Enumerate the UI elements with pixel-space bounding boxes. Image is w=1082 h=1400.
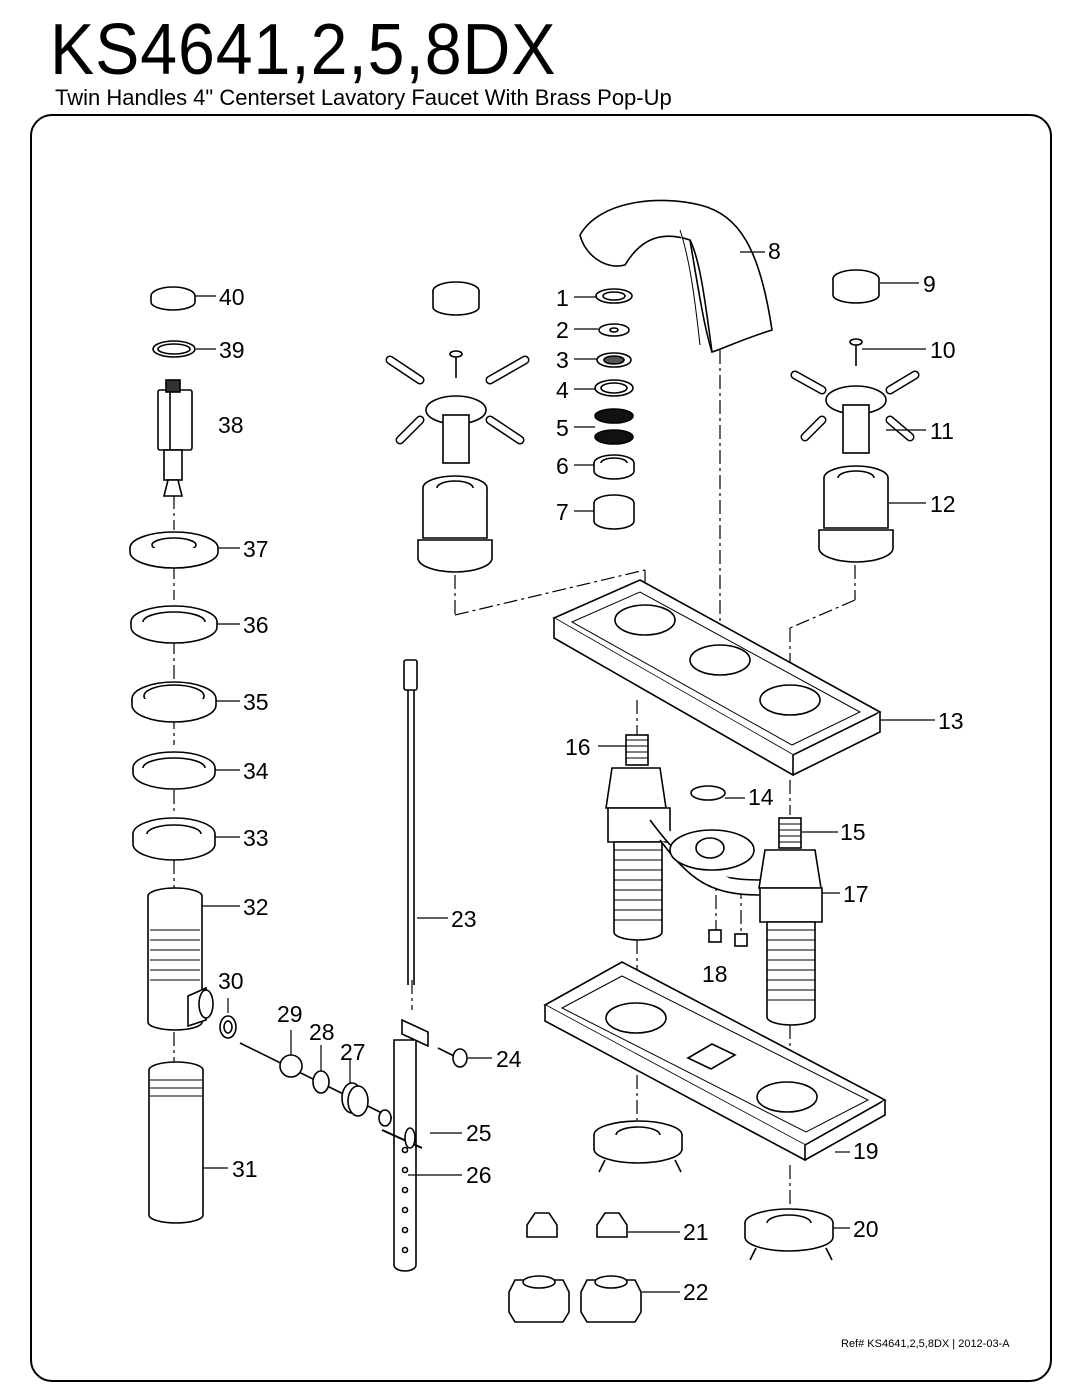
callout-18: 18	[702, 961, 728, 987]
right-handle-cap	[832, 269, 880, 304]
callout-30: 30	[218, 968, 244, 994]
callout-37: 37	[243, 536, 269, 562]
callout-28: 28	[309, 1019, 335, 1045]
right-valve-body	[758, 817, 823, 1026]
callout-20: 20	[853, 1216, 879, 1242]
callout-7: 7	[556, 499, 569, 525]
aerator-parts	[593, 288, 635, 530]
callout-40: 40	[219, 284, 245, 310]
left-handle-cap	[432, 281, 480, 316]
coupling-nuts	[508, 1275, 642, 1323]
pivot-rod	[239, 1042, 393, 1127]
callout-10: 10	[930, 337, 956, 363]
callout-9: 9	[923, 271, 936, 297]
callout-22: 22	[683, 1279, 709, 1305]
lift-rod	[403, 659, 418, 985]
left-escutcheon	[417, 475, 493, 573]
callout-19: 19	[853, 1138, 879, 1164]
callout-14: 14	[748, 784, 774, 810]
strap-screw	[437, 1047, 468, 1068]
pop-up-stopper-body	[157, 379, 193, 497]
callout-31: 31	[232, 1156, 258, 1182]
left-valve-body	[605, 734, 671, 941]
drain-body	[147, 887, 214, 1031]
callout-2: 2	[556, 317, 569, 343]
waterway-bridge	[649, 785, 761, 896]
left-cross-handle	[385, 355, 530, 464]
model-title: KS4641,2,5,8DX	[50, 10, 557, 90]
callout-38: 38	[218, 412, 244, 438]
right-cross-handle	[790, 370, 920, 454]
callout-3: 3	[556, 347, 569, 373]
drain-washer-a	[131, 681, 217, 723]
callout-23: 23	[451, 906, 477, 932]
callout-26: 26	[466, 1162, 492, 1188]
drain-stopper-cap	[150, 286, 196, 311]
callout-17: 17	[843, 881, 869, 907]
callout-6: 6	[556, 453, 569, 479]
reference-code: Ref# KS4641,2,5,8DX | 2012-03-A	[841, 1338, 1010, 1350]
mounting-screws	[708, 929, 748, 947]
callout-35: 35	[243, 689, 269, 715]
lift-rod-strap	[381, 1018, 429, 1272]
right-mounting-nut	[744, 1208, 834, 1261]
callout-34: 34	[243, 758, 269, 784]
right-escutcheon	[818, 465, 894, 563]
leader-lines	[195, 251, 935, 1293]
right-handle-screw	[849, 338, 863, 366]
product-description: Twin Handles 4" Centerset Lavatory Fauce…	[55, 85, 672, 110]
callout-15: 15	[840, 819, 866, 845]
callout-25: 25	[466, 1120, 492, 1146]
callout-labels: 1 2 3 4 5 6 7 8 9 10 11 12 13 14 15 16 1…	[218, 238, 964, 1305]
callout-12: 12	[930, 491, 956, 517]
callout-5: 5	[556, 415, 569, 441]
left-mounting-nut	[593, 1120, 683, 1173]
callout-29: 29	[277, 1001, 303, 1027]
diagram-frame	[30, 114, 1052, 1382]
callout-33: 33	[243, 825, 269, 851]
callout-27: 27	[340, 1039, 366, 1065]
drain-washer-b	[132, 751, 216, 790]
callout-16: 16	[565, 734, 591, 760]
drain-flange	[129, 531, 219, 569]
callout-1: 1	[556, 285, 569, 311]
drain-nut	[132, 817, 216, 861]
callout-11: 11	[930, 418, 954, 444]
deck-plate	[552, 579, 882, 777]
drain-o-ring	[152, 340, 196, 358]
tailpiece	[148, 1061, 204, 1224]
callout-21: 21	[683, 1219, 709, 1245]
pivot-washer	[219, 1015, 237, 1039]
callout-32: 32	[243, 894, 269, 920]
callout-8: 8	[768, 238, 781, 264]
callout-13: 13	[938, 708, 964, 734]
callout-4: 4	[556, 377, 569, 403]
callout-24: 24	[496, 1046, 522, 1072]
spout	[579, 199, 773, 353]
callout-39: 39	[219, 337, 245, 363]
compression-sleeves	[526, 1212, 628, 1238]
left-handle-screw	[449, 350, 463, 378]
callout-36: 36	[243, 612, 269, 638]
bottom-gasket	[543, 961, 887, 1162]
flange-gasket	[130, 605, 218, 644]
